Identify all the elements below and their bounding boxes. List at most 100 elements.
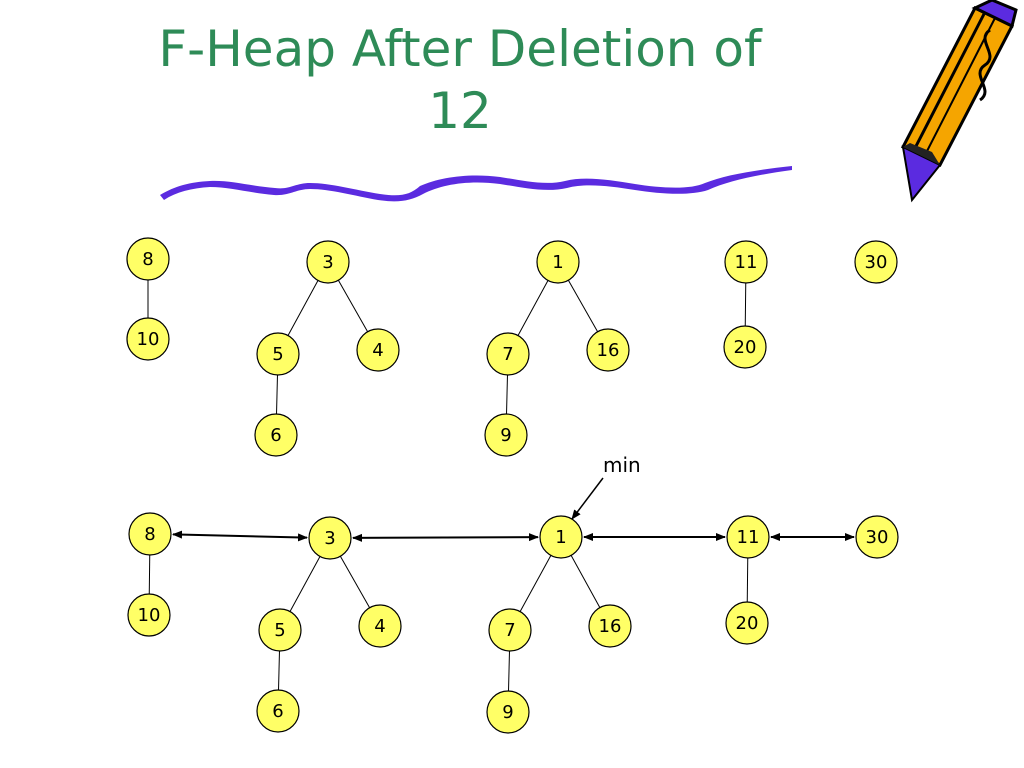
node-circle	[306, 240, 350, 284]
node-label: 7	[502, 344, 513, 365]
node-bottom-16: 16	[588, 604, 632, 648]
node-label: 8	[142, 249, 153, 270]
node-circle	[308, 516, 352, 560]
node-label: 11	[737, 527, 760, 548]
node-label: 6	[270, 425, 281, 446]
node-circle	[254, 413, 298, 457]
node-circle	[486, 332, 530, 376]
node-top-6: 6	[254, 413, 298, 457]
node-label: 30	[866, 527, 889, 548]
node-label: 11	[735, 252, 758, 273]
node-bottom-5: 5	[258, 608, 302, 652]
node-top-3: 3	[306, 240, 350, 284]
tree-edge-top-11-20	[744, 282, 747, 327]
min-label: min	[603, 453, 641, 477]
node-top-1: 1	[536, 240, 580, 284]
node-circle	[484, 413, 528, 457]
node-circle	[726, 515, 770, 559]
min-arrow	[571, 477, 604, 520]
node-label: 30	[865, 252, 888, 273]
node-top-9: 9	[484, 413, 528, 457]
node-label: 7	[504, 620, 515, 641]
node-top-4: 4	[356, 328, 400, 372]
node-top-7: 7	[486, 332, 530, 376]
root-link-bottom-3-1	[352, 533, 539, 542]
node-label: 20	[736, 613, 759, 634]
node-bottom-3: 3	[308, 516, 352, 560]
node-top-16: 16	[586, 328, 630, 372]
node-circle	[258, 608, 302, 652]
node-circle	[356, 328, 400, 372]
edges-layer	[147, 280, 749, 692]
node-circle	[855, 515, 899, 559]
tree-edge-bottom-3-4	[339, 556, 371, 608]
tree-edge-top-3-5	[287, 280, 319, 336]
node-bottom-8: 8	[128, 512, 172, 556]
node-label: 5	[272, 344, 283, 365]
node-top-5: 5	[256, 332, 300, 376]
node-top-10: 10	[126, 317, 170, 361]
node-circle	[127, 593, 171, 637]
node-circle	[725, 601, 769, 645]
tree-edge-top-1-16	[567, 280, 599, 332]
node-circle	[128, 512, 172, 556]
tree-edge-top-7-9	[506, 374, 508, 415]
node-circle	[536, 240, 580, 284]
slide-title-line-1: F-Heap After Deletion of	[158, 20, 762, 78]
node-bottom-20: 20	[725, 601, 769, 645]
node-circle	[588, 604, 632, 648]
node-circle	[486, 690, 530, 734]
node-circle	[723, 325, 767, 369]
node-circle	[488, 608, 532, 652]
nodes-layer: 8 10 3 5 4 6 1 7 16 9 11 20 30 8 10 3 5 4 6 1 7 16 9 11 20 30	[126, 237, 899, 734]
node-bottom-7: 7	[488, 608, 532, 652]
node-label: 4	[372, 340, 383, 361]
node-top-11: 11	[724, 240, 768, 284]
node-bottom-10: 10	[127, 593, 171, 637]
node-label: 4	[374, 616, 385, 637]
node-label: 1	[555, 527, 566, 548]
node-label: 1	[552, 252, 563, 273]
slide-title-line-2: 12	[428, 82, 492, 140]
root-links-layer	[172, 530, 855, 542]
node-label: 9	[500, 425, 511, 446]
node-top-30: 30	[854, 240, 898, 284]
node-label: 6	[272, 701, 283, 722]
tree-edge-bottom-1-7	[519, 555, 552, 612]
tree-edge-bottom-7-9	[508, 650, 510, 692]
node-circle	[126, 237, 170, 281]
node-circle	[854, 240, 898, 284]
node-label: 3	[324, 528, 335, 549]
node-circle	[724, 240, 768, 284]
node-label: 16	[599, 616, 622, 637]
node-bottom-6: 6	[256, 689, 300, 733]
node-circle	[539, 515, 583, 559]
tree-edge-bottom-5-6	[278, 650, 280, 691]
slide-title: F-Heap After Deletion of 12	[0, 18, 920, 142]
node-top-20: 20	[723, 325, 767, 369]
tree-edge-bottom-11-20	[746, 557, 749, 603]
node-label: 20	[734, 337, 757, 358]
node-circle	[126, 317, 170, 361]
tree-edge-top-5-6	[276, 374, 278, 415]
min-pointer: min	[571, 453, 641, 520]
tree-edge-top-3-4	[337, 280, 369, 332]
node-circle	[256, 332, 300, 376]
node-bottom-1: 1	[539, 515, 583, 559]
node-bottom-11: 11	[726, 515, 770, 559]
node-circle	[586, 328, 630, 372]
node-label: 5	[274, 620, 285, 641]
root-link-bottom-8-3	[172, 530, 308, 542]
node-label: 8	[144, 524, 155, 545]
tree-edge-bottom-1-16	[570, 555, 601, 608]
node-bottom-9: 9	[486, 690, 530, 734]
tree-edge-top-1-7	[517, 280, 549, 336]
node-bottom-30: 30	[855, 515, 899, 559]
pencil-icon	[900, 0, 1018, 203]
node-bottom-4: 4	[358, 604, 402, 648]
node-label: 9	[502, 702, 513, 723]
tree-edge-bottom-3-5	[289, 556, 321, 612]
node-label: 3	[322, 252, 333, 273]
node-circle	[256, 689, 300, 733]
